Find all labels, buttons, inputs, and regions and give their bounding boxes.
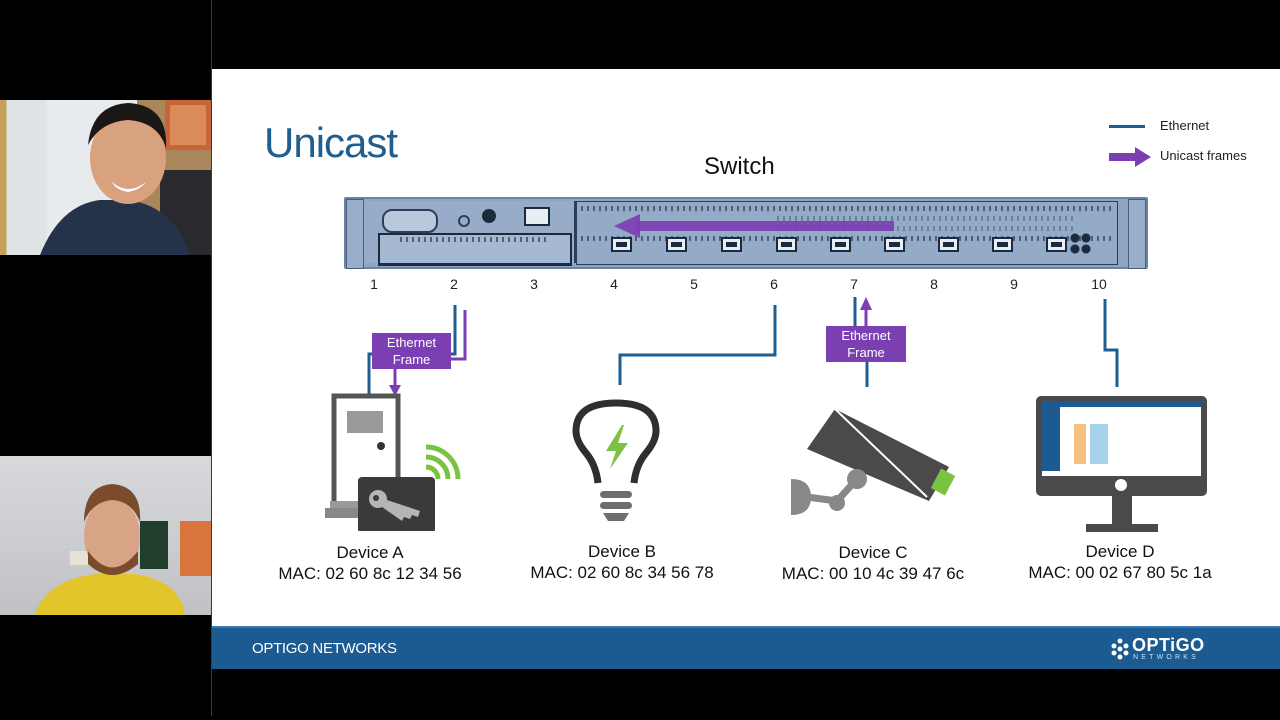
port-number: 9 bbox=[1010, 276, 1018, 292]
port-number: 1 bbox=[370, 276, 378, 292]
switch-port bbox=[611, 237, 632, 252]
port-number: 10 bbox=[1091, 276, 1107, 292]
port-number: 2 bbox=[450, 276, 458, 292]
device-c-label: Device C MAC: 00 10 4c 39 47 6c bbox=[753, 542, 993, 584]
device-name: Device A bbox=[336, 543, 404, 562]
switch-port bbox=[721, 237, 742, 252]
ethernet-link-device-b bbox=[618, 305, 777, 385]
power-connector bbox=[382, 209, 438, 233]
port-number: 5 bbox=[690, 276, 698, 292]
unicast-arrow-icon bbox=[1109, 147, 1151, 167]
ethernet-line-icon bbox=[1109, 125, 1145, 128]
switch-port bbox=[992, 237, 1013, 252]
frame-label-line: Frame bbox=[392, 352, 431, 367]
switch-port bbox=[666, 237, 687, 252]
switch-port bbox=[830, 237, 851, 252]
network-switch bbox=[344, 197, 1148, 269]
port-number: 6 bbox=[770, 276, 778, 292]
port-number: 7 bbox=[850, 276, 858, 292]
switch-left-panel bbox=[364, 201, 576, 266]
device-mac: MAC: 00 10 4c 39 47 6c bbox=[781, 564, 965, 583]
device-mac: MAC: 02 60 8c 12 34 56 bbox=[278, 564, 462, 583]
switch-rack-ear-left bbox=[346, 199, 364, 269]
logo-wordmark: OPTiGO bbox=[1132, 635, 1205, 655]
frame-label-line: Ethernet bbox=[841, 328, 891, 343]
ethernet-frame-label-a: Ethernet Frame bbox=[372, 333, 451, 369]
tile-divider bbox=[211, 0, 212, 716]
port-number: 8 bbox=[930, 276, 938, 292]
ethernet-link-device-d bbox=[1103, 299, 1119, 387]
module-bay bbox=[378, 233, 572, 266]
device-name: Device C bbox=[838, 543, 908, 562]
footer-company-name: OPTIGO NETWORKS bbox=[252, 640, 397, 657]
device-name: Device B bbox=[587, 542, 657, 561]
port-number: 3 bbox=[530, 276, 538, 292]
port-number: 4 bbox=[610, 276, 618, 292]
slide-title: Unicast bbox=[264, 119, 398, 166]
status-leds bbox=[1070, 233, 1092, 255]
slide-footer: OPTIGO NETWORKS OPTiGO NETWORKS bbox=[212, 626, 1280, 669]
ethernet-frame-label-c: Ethernet Frame bbox=[826, 326, 906, 362]
switch-port bbox=[884, 237, 905, 252]
mgmt-port bbox=[524, 207, 550, 226]
unicast-arrowhead-device-a bbox=[389, 385, 401, 396]
switch-rack-ear-right bbox=[1128, 199, 1146, 269]
switch-label: Switch bbox=[704, 153, 775, 180]
participant-2-video bbox=[35, 484, 211, 615]
switch-port-panel bbox=[576, 201, 1118, 265]
console-port bbox=[482, 209, 496, 223]
legend-label: Unicast frames bbox=[1160, 148, 1247, 163]
frame-label-line: Frame bbox=[847, 345, 885, 360]
legend-label: Ethernet bbox=[1160, 118, 1210, 133]
video-tile-participant-2[interactable] bbox=[0, 456, 211, 615]
unicast-frame-arrow-icon bbox=[614, 214, 894, 238]
frame-label-line: Ethernet bbox=[386, 335, 437, 350]
door-access-icon bbox=[325, 393, 461, 531]
logo-subtitle: NETWORKS bbox=[1133, 654, 1200, 661]
device-mac: MAC: 00 02 67 80 5c 1a bbox=[1028, 563, 1212, 582]
led bbox=[458, 215, 470, 227]
switch-port bbox=[1046, 237, 1067, 252]
video-tile-participant-1[interactable] bbox=[0, 100, 211, 255]
optigo-logo: OPTiGO NETWORKS bbox=[1110, 635, 1220, 665]
shared-slide: Unicast Switch Ethernet Unicast frames bbox=[212, 69, 1280, 669]
monitor-icon bbox=[1036, 396, 1207, 532]
device-b-label: Device B MAC: 02 60 8c 34 56 78 bbox=[502, 541, 742, 583]
security-camera-icon bbox=[791, 409, 956, 515]
switch-port bbox=[938, 237, 959, 252]
optigo-logo-icon bbox=[1111, 638, 1129, 660]
device-name: Device D bbox=[1085, 542, 1155, 561]
unicast-arrowhead-device-c bbox=[860, 297, 872, 310]
switch-port bbox=[776, 237, 797, 252]
device-mac: MAC: 02 60 8c 34 56 78 bbox=[530, 563, 714, 582]
participant-1-video bbox=[40, 100, 211, 255]
device-d-label: Device D MAC: 00 02 67 80 5c 1a bbox=[1000, 541, 1240, 583]
device-a-label: Device A MAC: 02 60 8c 12 34 56 bbox=[250, 542, 490, 584]
lightbulb-icon bbox=[572, 399, 660, 521]
